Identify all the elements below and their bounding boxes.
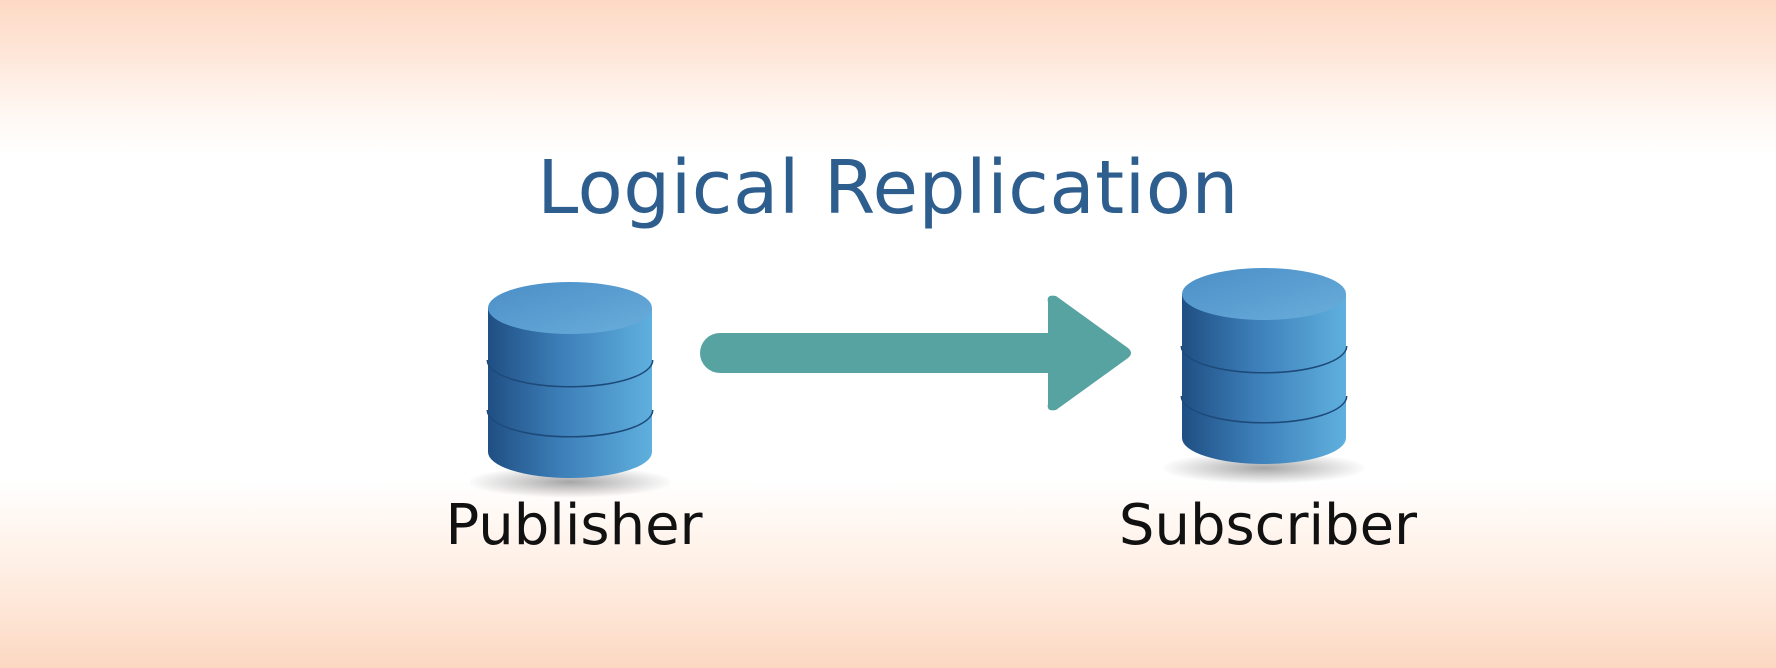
- publisher-label: Publisher: [445, 493, 703, 558]
- diagram-title: Logical Replication: [537, 145, 1239, 231]
- arrow-right-icon: [700, 295, 1131, 411]
- subscriber-database-icon: [1164, 268, 1364, 484]
- publisher-database-icon: [470, 282, 670, 498]
- subscriber-label: Subscriber: [1118, 493, 1418, 558]
